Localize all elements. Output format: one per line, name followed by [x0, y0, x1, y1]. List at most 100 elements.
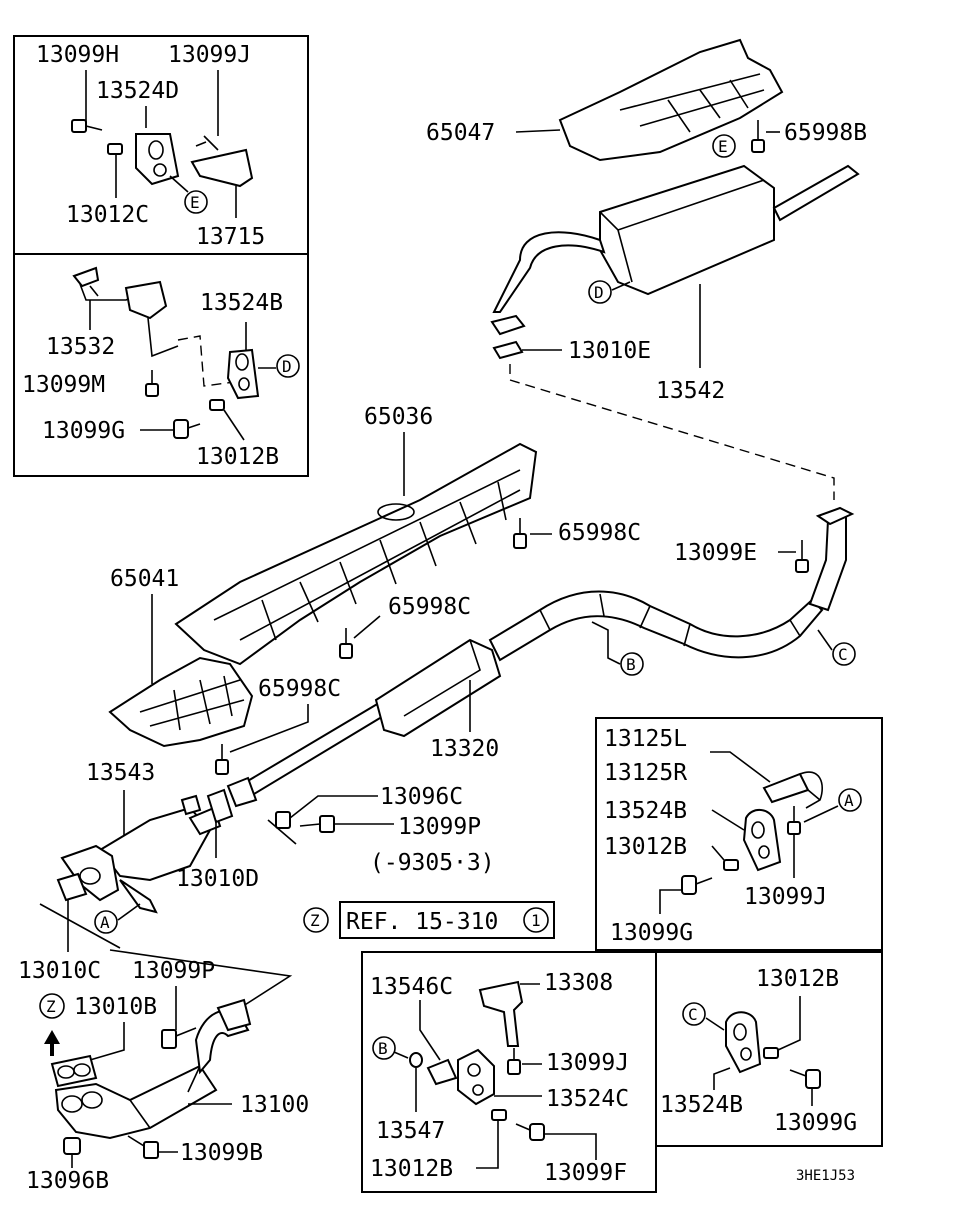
- label-13010C: 13010C: [18, 958, 101, 984]
- box-mid-left: 13524B 13532 13099M 13099G 13012B D: [13, 253, 309, 477]
- callout-z-ref-letter: Z: [310, 911, 320, 930]
- callout-a-main-circle: [94, 910, 118, 934]
- spacer-13012C: [107, 143, 123, 155]
- label-13543: 13543: [86, 760, 155, 786]
- heat-protector-65036-ribs: [213, 469, 521, 641]
- label-13715: 13715: [196, 224, 265, 250]
- heat-protector-65036: [174, 442, 538, 666]
- leader-d-main: [611, 281, 631, 291]
- center-pipe-rear-joints: [539, 593, 801, 647]
- label-13099G-c: 13099G: [774, 1110, 857, 1136]
- rubber-hanger-13524D: [135, 133, 180, 186]
- label-13099G: 13099G: [42, 418, 125, 444]
- callout-b-main-circle: [620, 652, 644, 676]
- leader-13012B-a: [711, 845, 725, 861]
- bolt-65998C-top: [513, 518, 527, 549]
- rear-flange: [815, 506, 855, 526]
- leaders-13524B: [245, 322, 276, 369]
- bolt-13099G-a: [681, 875, 713, 895]
- label-13125L: 13125L: [604, 726, 687, 752]
- resonator-13320-edge: [403, 639, 481, 717]
- label-13099J-a: 13099J: [744, 884, 827, 910]
- heat-protector-65036-hole: [377, 503, 415, 521]
- callout-b-circle: [372, 1036, 396, 1060]
- dashed-alignment: [509, 364, 835, 500]
- callout-c-circle: [682, 1002, 706, 1026]
- front-pipe-outlet: [188, 806, 222, 836]
- label-13099P-lower: 13099P: [132, 958, 215, 984]
- label-65998C-mid: 65998C: [388, 594, 471, 620]
- bolt-13099J: [195, 135, 219, 151]
- leader-13524B-c: [713, 1067, 731, 1090]
- front-pipe-13543: [98, 806, 212, 882]
- center-pipe-assembly: B C 65998C 13320: [244, 506, 856, 796]
- box-hanger-c: 13012B 13524B 13099G C: [655, 951, 883, 1147]
- leader-b-main: [591, 621, 621, 665]
- bracket-13715: [190, 148, 254, 188]
- bolt-13099G: [140, 419, 201, 439]
- date-note: (-9305·3): [370, 850, 495, 876]
- rear-rising-pipe: [808, 514, 847, 612]
- bolt-65998C-front: [215, 744, 229, 775]
- callout-a-letter: A: [844, 791, 854, 810]
- leader-13012B: [223, 409, 245, 441]
- bolt-65998C-mid: [339, 628, 353, 659]
- leader-13012B-c: [777, 996, 801, 1051]
- label-13532: 13532: [46, 334, 115, 360]
- hanger-bracket-13532: [72, 266, 179, 358]
- label-13012B-a: 13012B: [604, 834, 687, 860]
- label-65036: 65036: [364, 404, 433, 430]
- box-hanger-a: 13125L 13125R 13524B 13012B 13099J 13099…: [595, 717, 883, 951]
- center-pipe-rear: [488, 590, 824, 662]
- label-13096C: 13096C: [380, 784, 463, 810]
- label-65998C-top: 65998C: [558, 520, 641, 546]
- label-13096B: 13096B: [26, 1168, 109, 1194]
- box-hanger-a-frame: [595, 717, 883, 951]
- label-13010E: 13010E: [568, 338, 651, 364]
- label-13320: 13320: [430, 736, 499, 762]
- label-13010D: 13010D: [176, 866, 259, 892]
- callout-c-letter: C: [688, 1005, 698, 1024]
- label-13012C: 13012C: [66, 202, 149, 228]
- reference-block: Z REF. 15-310 1: [303, 901, 555, 939]
- label-13308: 13308: [544, 970, 613, 996]
- callout-d-main-letter: D: [594, 283, 604, 302]
- front-pipe-inlet-hole: [79, 867, 101, 885]
- label-13099J: 13099J: [168, 42, 251, 68]
- heat-protector-65047-ribs: [619, 73, 765, 133]
- label-13524B: 13524B: [200, 290, 283, 316]
- flange-13320: [226, 776, 258, 808]
- front-pipe-bracket: [119, 879, 158, 914]
- label-13012B-b: 13012B: [370, 1156, 453, 1182]
- leader-13099F: [544, 1133, 597, 1160]
- callout-e-leader: [169, 175, 189, 193]
- leader-a-box: [803, 805, 839, 823]
- callout-b-letter: B: [378, 1039, 388, 1058]
- callout-a-circle: [838, 788, 862, 812]
- bolt-13099J-b: [507, 1048, 521, 1075]
- label-13524B-c: 13524B: [660, 1092, 743, 1118]
- spacer-13012B-a: [723, 859, 739, 871]
- rear-section: 65047 65998B E D 13010E 13542: [426, 38, 867, 500]
- main-muffler-13542: [492, 164, 860, 313]
- callout-z-lower-letter: Z: [46, 997, 56, 1016]
- label-65041: 65041: [110, 566, 179, 592]
- bracket-13308: [478, 980, 524, 1047]
- cat-converter-13100: [54, 1064, 218, 1140]
- cat-converter-hole1: [61, 1095, 83, 1113]
- bracket-13546C: [426, 1058, 458, 1086]
- label-13125R: 13125R: [604, 760, 687, 786]
- callout-c-main-circle: [832, 642, 856, 666]
- callout-d-circle: [276, 354, 300, 378]
- diagram-code: 3HE1J53: [796, 1168, 855, 1184]
- leader-13010B: [89, 1022, 125, 1061]
- label-65998B: 65998B: [784, 120, 867, 146]
- rubber-13524C: [457, 1048, 495, 1106]
- rubber-hanger-13524B-a: [742, 809, 782, 872]
- leader-c-main: [817, 629, 833, 651]
- label-65047: 65047: [426, 120, 495, 146]
- label-13542: 13542: [656, 378, 725, 404]
- label-13099M: 13099M: [22, 372, 105, 398]
- bolt-13099F: [515, 1123, 545, 1141]
